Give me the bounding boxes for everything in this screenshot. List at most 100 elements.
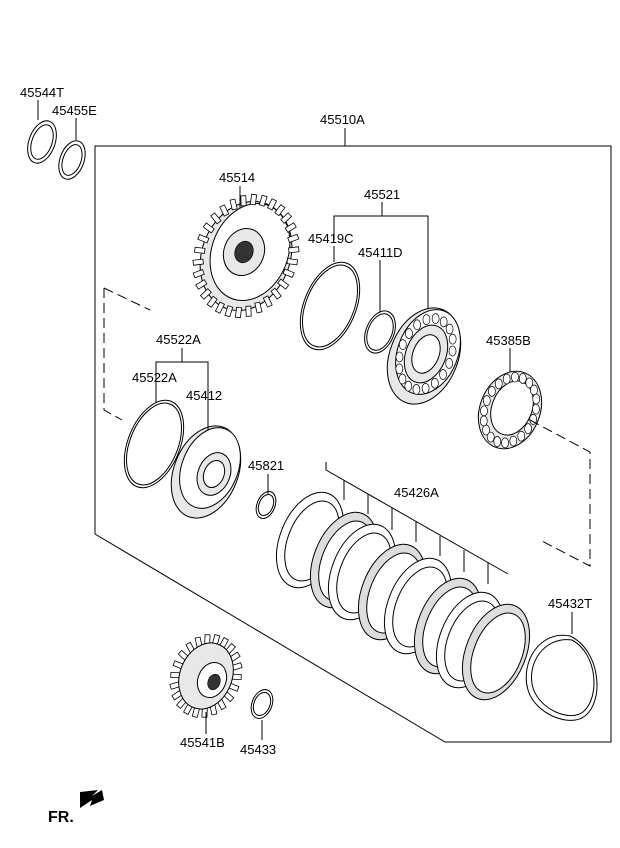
label-45522A: 45522A [156, 332, 201, 347]
o-ring-45419C [299, 261, 361, 351]
clutch-plates-45426A [275, 491, 531, 701]
spring-coil [532, 393, 541, 405]
spring-coil [488, 386, 496, 397]
spring-coil [502, 373, 511, 385]
spring-coil [422, 314, 431, 325]
drum-45514 [192, 193, 300, 319]
spring-coil [395, 363, 404, 375]
tooth [194, 246, 206, 254]
label-45455E: 45455E [52, 103, 97, 118]
tooth [245, 305, 252, 317]
spring-retainer-45385B [477, 370, 543, 450]
tooth [277, 278, 290, 290]
spring-coil [448, 333, 457, 345]
spring-coil [405, 328, 413, 339]
tooth [270, 287, 282, 300]
snap-ring-45821 [255, 491, 277, 519]
dashed-guide-left-top [103, 287, 151, 311]
label-45419C: 45419C [308, 231, 354, 246]
tooth [258, 194, 268, 207]
tooth [249, 193, 258, 206]
snap-ring-45433 [250, 689, 274, 719]
tooth [210, 212, 222, 225]
spring-coil [445, 323, 454, 335]
dashed-guide-right [529, 419, 591, 567]
spring-coil [398, 373, 407, 385]
label-45521: 45521 [364, 187, 400, 202]
snap-ring-45432T [525, 634, 598, 721]
label-45544T: 45544T [20, 85, 64, 100]
tooth [288, 246, 300, 254]
spring-coil [494, 378, 503, 390]
label-45432T: 45432T [548, 596, 592, 611]
spring-coil [413, 319, 422, 331]
tooth [284, 222, 297, 233]
tooth [192, 269, 205, 279]
dashed-guide-left [103, 288, 123, 421]
spring-coil [524, 423, 532, 434]
spring-coil [479, 415, 488, 427]
spring-coil [501, 437, 509, 449]
tooth [202, 222, 215, 234]
spring-coil [493, 436, 502, 447]
tooth [262, 295, 273, 308]
label-45821: 45821 [248, 458, 284, 473]
direction-label: FR. [48, 809, 74, 826]
clutch-plate-inner [470, 612, 526, 694]
tooth [199, 288, 212, 300]
bracket-45521 [333, 215, 429, 312]
spring-coil [430, 377, 439, 389]
bracket-45426A [325, 462, 509, 575]
tooth [287, 233, 300, 243]
snap-ring-45544T [27, 120, 57, 164]
spring-coil [518, 373, 527, 384]
tooth [280, 212, 293, 224]
spring-coil [482, 395, 491, 406]
tooth [224, 305, 234, 318]
spring-coil [482, 424, 490, 436]
label-45411D: 45411D [358, 245, 403, 260]
label-45522A-sub: 45522A [132, 370, 177, 385]
spring-coil [509, 435, 518, 447]
arrow-icon [80, 790, 104, 808]
spring-coil [439, 369, 447, 380]
tooth [267, 198, 278, 211]
tooth [234, 306, 243, 319]
tooth [219, 204, 230, 217]
spring-coil [517, 430, 526, 442]
spring-coil [529, 414, 538, 425]
piston-45521 [386, 307, 462, 405]
tooth [286, 258, 298, 266]
tooth [240, 195, 247, 207]
spring-coil [439, 316, 448, 328]
tooth [195, 279, 208, 290]
tooth [197, 234, 210, 244]
tooth [282, 268, 295, 278]
spring-coil [421, 383, 430, 394]
piston-45412 [170, 425, 242, 519]
tooth [214, 301, 225, 314]
label-45514: 45514 [219, 170, 255, 185]
spring-coil [448, 345, 457, 357]
spring-coil [511, 371, 519, 383]
assembly-outline [94, 145, 612, 743]
seal-ring-45522A [123, 399, 185, 489]
o-ring-45411D [364, 310, 396, 354]
label-45412: 45412 [186, 388, 222, 403]
spring-coil [404, 380, 413, 392]
seal-ring-45455E [58, 140, 86, 180]
tooth [192, 258, 204, 266]
spring-coil [412, 384, 421, 395]
spring-coil [431, 313, 440, 324]
label-45510A: 45510A [320, 112, 365, 127]
tooth [274, 204, 286, 217]
spring-coil [530, 384, 538, 396]
spring-coil [525, 377, 534, 389]
spring-coil [398, 339, 407, 350]
label-45426A: 45426A [394, 485, 439, 500]
tooth [254, 301, 263, 314]
plate-leaders [343, 480, 489, 584]
spring-coil [445, 358, 454, 369]
